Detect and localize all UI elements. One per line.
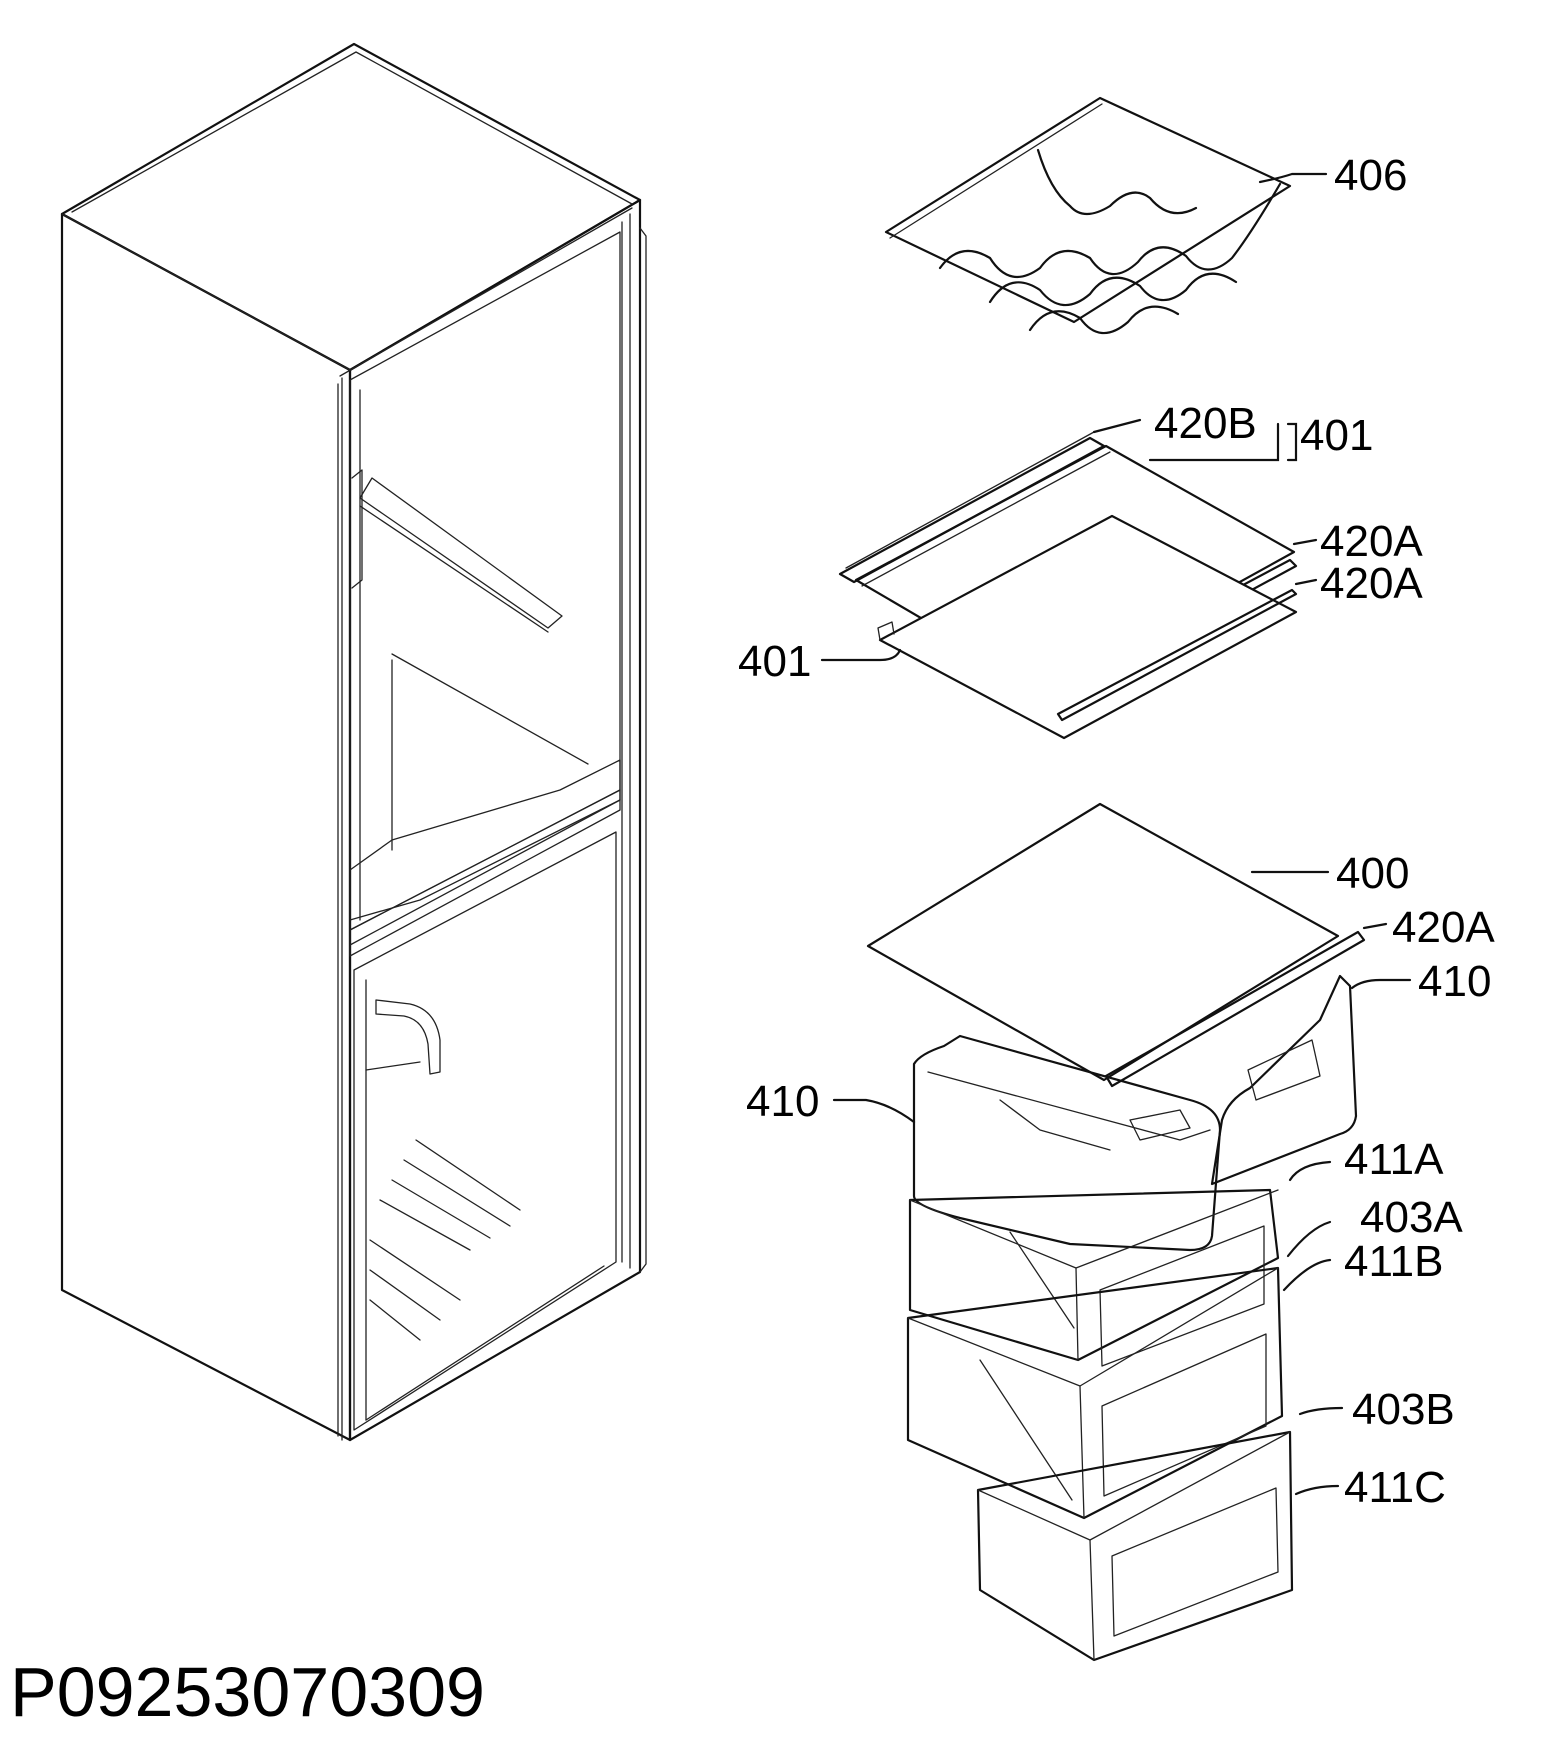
callout-401-left: 401 xyxy=(738,637,811,686)
callout-411B: 411B xyxy=(1344,1237,1444,1286)
callout-420A-1: 420A xyxy=(1320,517,1423,566)
fridge-cabinet xyxy=(60,42,647,1442)
callout-420A-2: 420A xyxy=(1320,559,1423,608)
callout-420A-3: 420A xyxy=(1392,903,1495,952)
callout-410-right: 410 xyxy=(1418,957,1491,1006)
callout-401-top: 401 xyxy=(1300,411,1373,460)
leader-lines xyxy=(820,172,1412,1496)
glass-shelf-lower xyxy=(877,514,1298,740)
freezer-drawer-b xyxy=(906,1266,1284,1520)
callout-420B: 420B xyxy=(1154,399,1257,448)
wine-rack xyxy=(884,96,1292,335)
callout-403A: 403A xyxy=(1360,1193,1463,1242)
callout-411C: 411C xyxy=(1344,1463,1446,1512)
crisper-drawer-right xyxy=(1210,974,1358,1186)
callout-406: 406 xyxy=(1334,151,1407,200)
freezer-drawer-a xyxy=(908,1188,1280,1367)
callout-410-left: 410 xyxy=(746,1077,819,1126)
crisper-drawer-left xyxy=(912,1034,1222,1252)
freezer-drawer-c xyxy=(976,1430,1294,1662)
glass-plate-crisper xyxy=(866,802,1366,1088)
callout-400: 400 xyxy=(1336,849,1409,898)
document-code: P09253070309 xyxy=(10,1653,485,1731)
callout-403B: 403B xyxy=(1352,1385,1455,1434)
callout-411A: 411A xyxy=(1344,1135,1444,1184)
